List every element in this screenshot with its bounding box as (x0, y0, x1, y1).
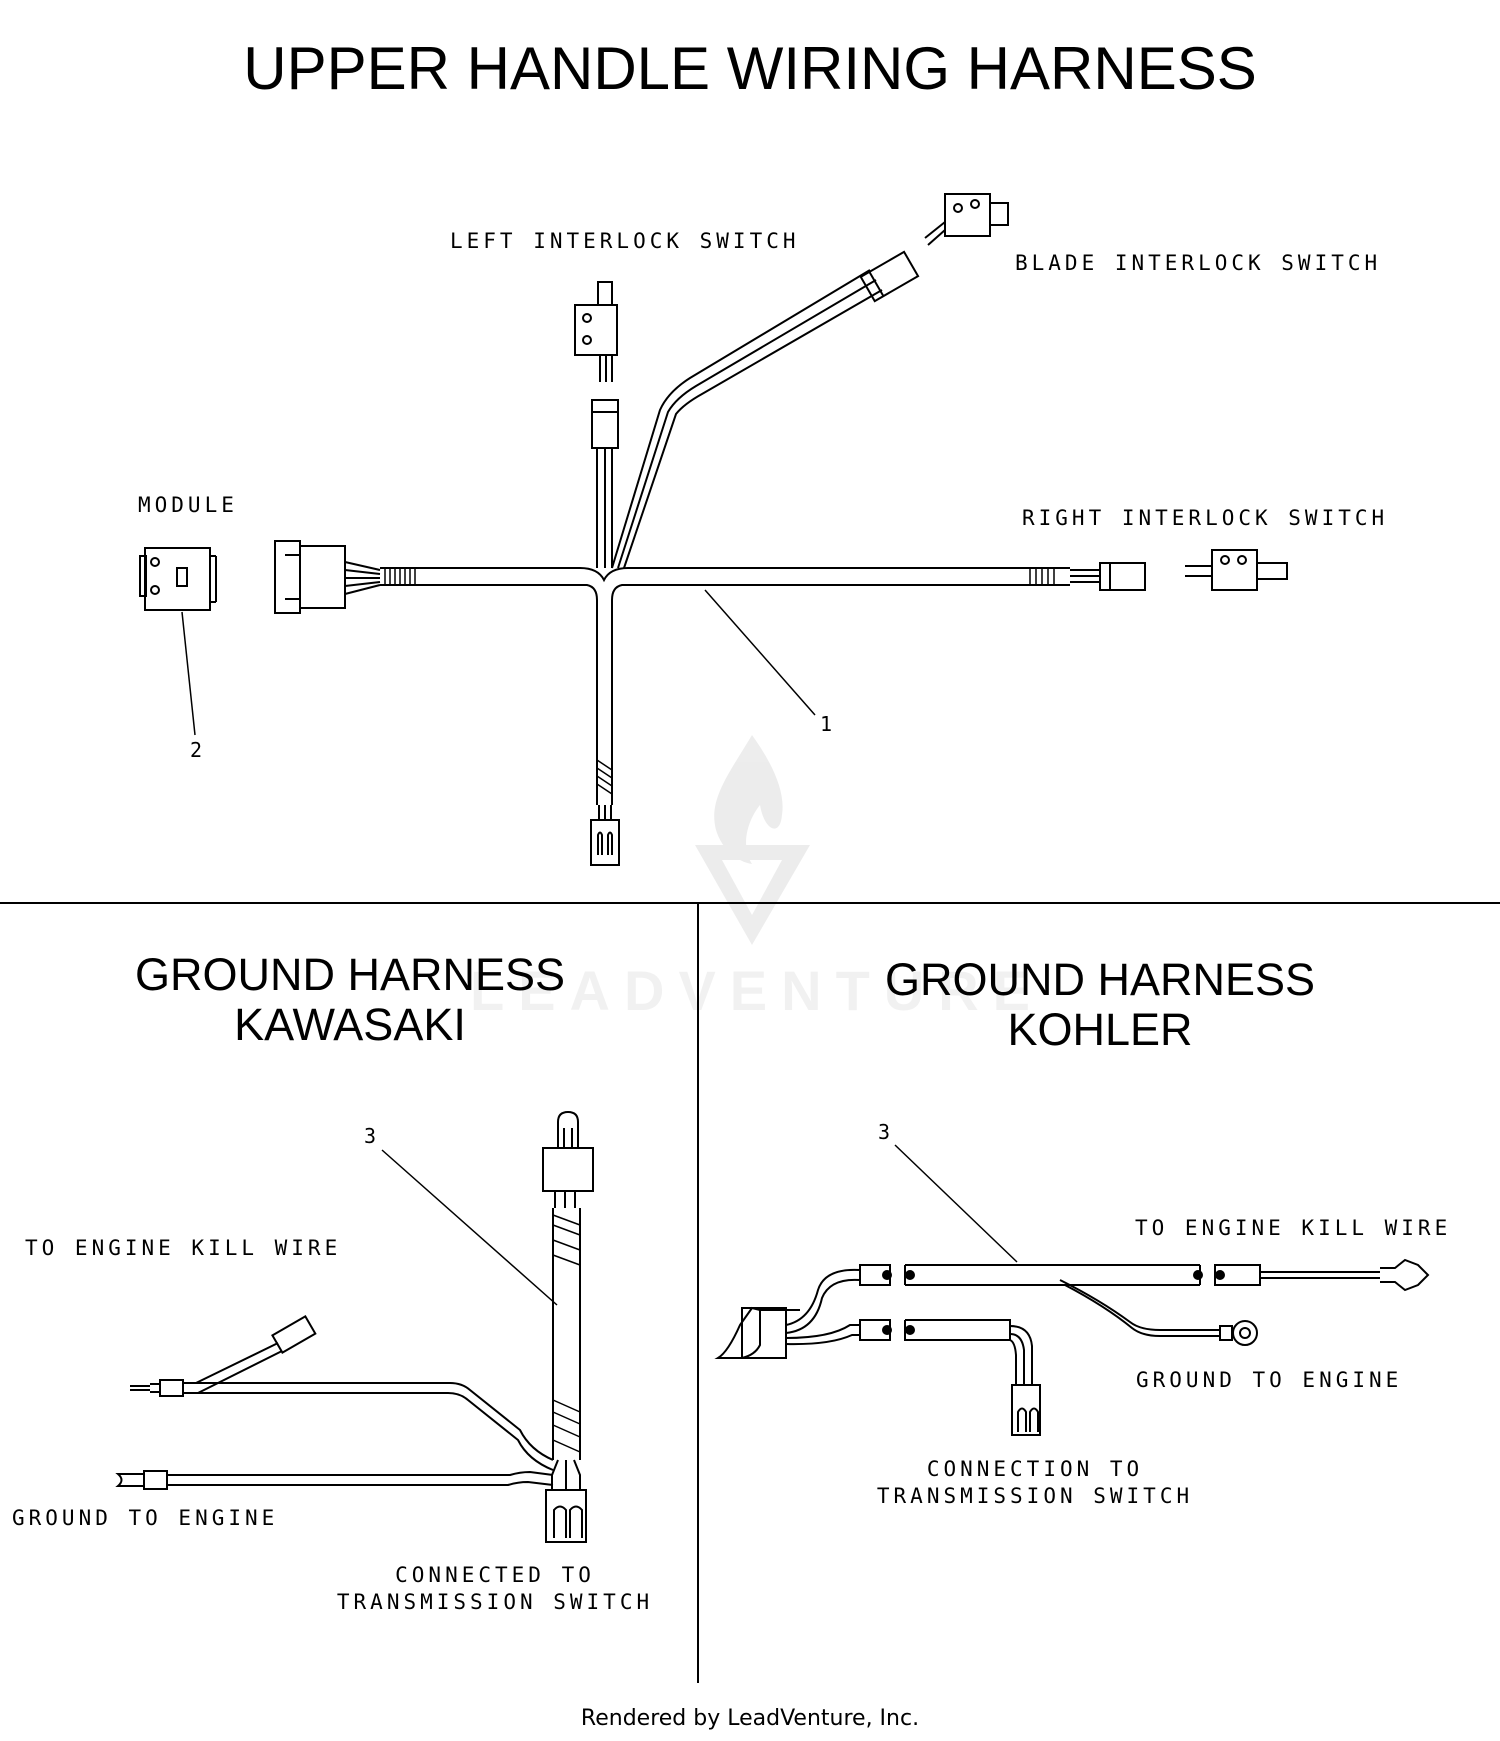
kohler-connection-label: CONNECTION TO TRANSMISSION SWITCH (870, 1456, 1200, 1511)
kohler-harness-title: GROUND HARNESS KOHLER (820, 955, 1380, 1054)
callout-number-1: 1 (820, 712, 833, 736)
callout-leader-3-kohler (894, 1144, 1018, 1263)
kohler-harness-drawing (714, 1144, 1430, 1436)
upper-harness-title: UPPER HANDLE WIRING HARNESS (243, 35, 1257, 102)
callout-number-2: 2 (190, 738, 203, 762)
upper-harness-drawing (139, 193, 1288, 866)
kohler-title-line-1: GROUND HARNESS (884, 954, 1316, 1005)
kawasaki-connected-label: CONNECTED TO TRANSMISSION SWITCH (330, 1562, 660, 1617)
right-interlock-switch-label: RIGHT INTERLOCK SWITCH (1022, 506, 1389, 530)
kawasaki-engine-kill-label: TO ENGINE KILL WIRE (25, 1236, 342, 1260)
kawasaki-connected-line-1: CONNECTED TO (395, 1563, 595, 1587)
kawasaki-callout-number-3: 3 (364, 1124, 377, 1148)
callout-leader-2 (181, 611, 196, 736)
kawasaki-title-line-1: GROUND HARNESS (134, 949, 566, 1000)
kawasaki-title-line-2: KAWASAKI (234, 998, 466, 1050)
footer-credit: Rendered by LeadVenture, Inc. (580, 1706, 920, 1731)
kohler-callout-number-3: 3 (878, 1120, 891, 1144)
kohler-ground-label: GROUND TO ENGINE (1136, 1368, 1403, 1392)
left-interlock-switch-label: LEFT INTERLOCK SWITCH (450, 229, 800, 253)
blade-interlock-switch-label: BLADE INTERLOCK SWITCH (1015, 251, 1382, 275)
watermark-text: LEADVENTURE (470, 959, 1045, 1022)
kohler-title-line-2: KOHLER (1007, 1003, 1193, 1055)
kawasaki-harness-title: GROUND HARNESS KAWASAKI (80, 950, 620, 1049)
module-label: MODULE (138, 493, 238, 517)
callout-leader-3-kawasaki (381, 1149, 558, 1306)
kawasaki-connected-line-2: TRANSMISSION SWITCH (336, 1590, 654, 1615)
callout-leader-1 (704, 589, 816, 716)
kohler-engine-kill-label: TO ENGINE KILL WIRE (1135, 1216, 1452, 1240)
kawasaki-harness-drawing (115, 1110, 594, 1543)
kawasaki-ground-label: GROUND TO ENGINE (12, 1506, 279, 1530)
kohler-connection-line-2: TRANSMISSION SWITCH (876, 1484, 1194, 1509)
kohler-connection-line-1: CONNECTION TO (926, 1457, 1144, 1481)
